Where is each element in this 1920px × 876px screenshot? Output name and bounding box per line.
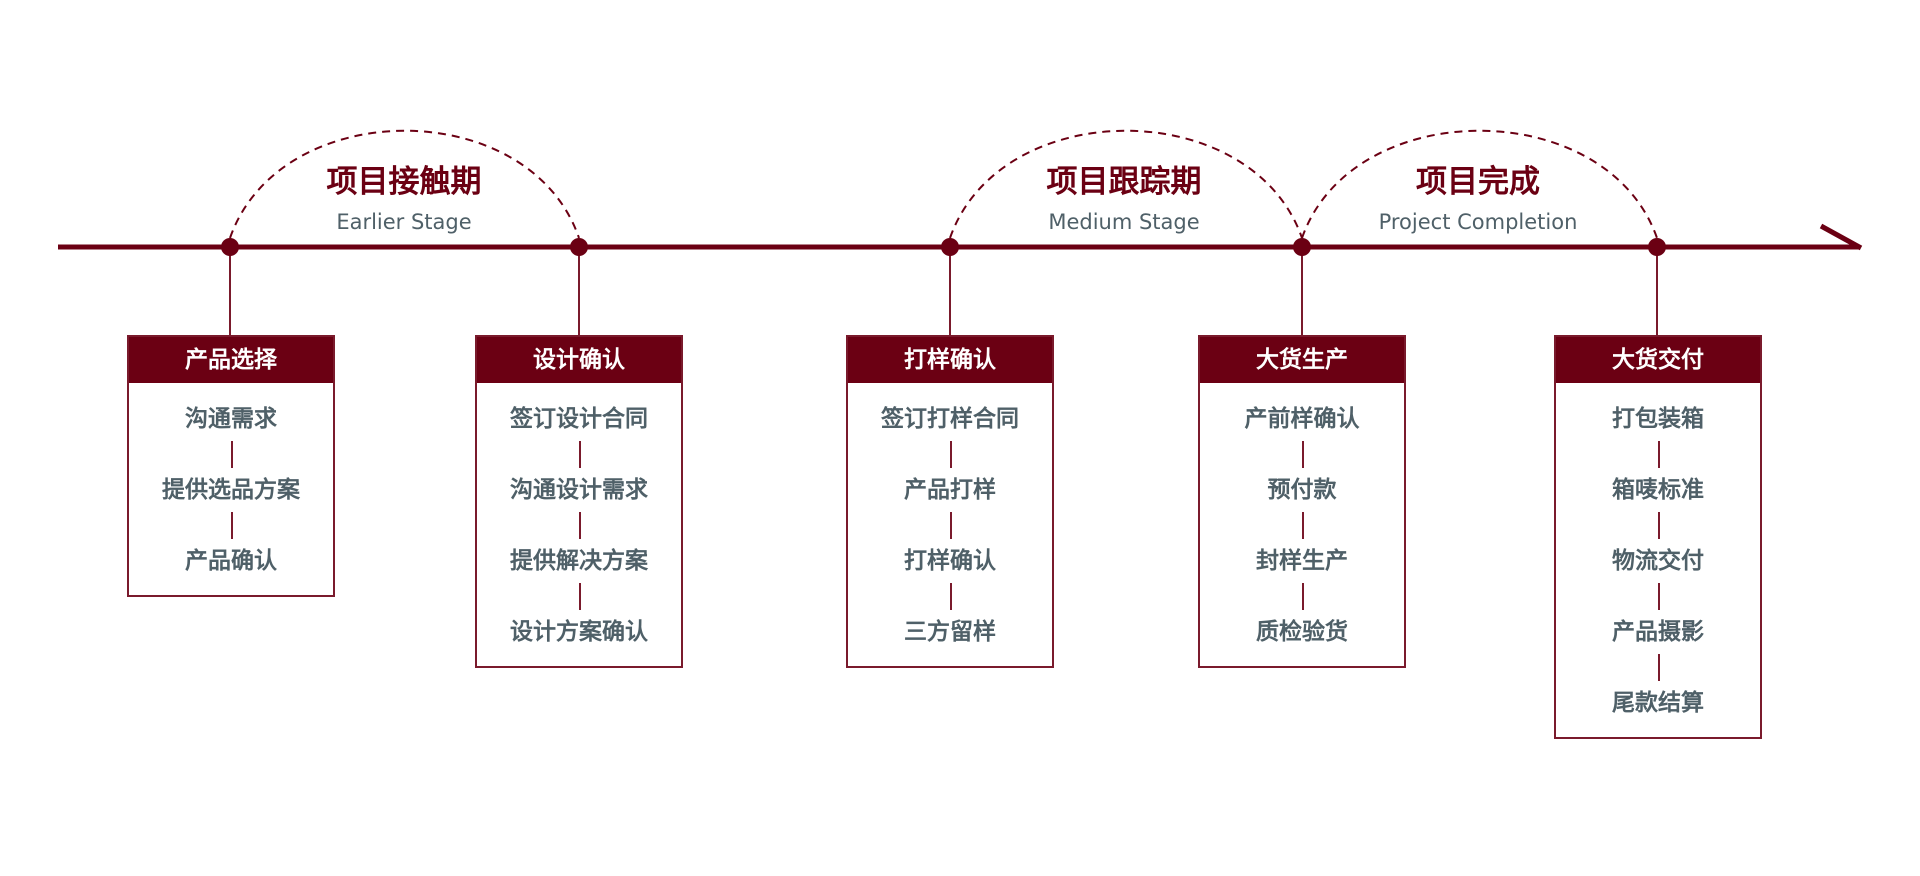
item-separator: [477, 506, 681, 545]
phase-subtitle: Earlier Stage: [336, 210, 472, 234]
item-separator: [1556, 435, 1760, 474]
item-separator: [1200, 435, 1404, 474]
step-item: 提供选品方案: [162, 477, 300, 503]
step-card-mass-production: 大货生产 产前样确认 预付款 封样生产 质检验货: [1198, 335, 1406, 668]
step-card-sample-confirmation: 打样确认 签订打样合同 产品打样 打样确认 三方留样: [846, 335, 1054, 668]
item-separator: [1200, 506, 1404, 545]
step-item: 预付款: [1267, 477, 1337, 503]
timeline-arrow-head: [1819, 223, 1863, 251]
timeline-node: [1293, 238, 1311, 256]
step-item: 箱唛标准: [1612, 477, 1704, 503]
step-item: 物流交付: [1612, 548, 1704, 574]
item-separator: [1556, 648, 1760, 687]
phase-label-earlier: 项目接触期 Earlier Stage: [224, 162, 584, 236]
step-item: 沟通设计需求: [510, 477, 648, 503]
step-item: 封样生产: [1256, 548, 1348, 574]
phase-label-completion: 项目完成 Project Completion: [1298, 162, 1658, 236]
step-item: 签订打样合同: [881, 406, 1019, 432]
step-item: 产品打样: [904, 477, 996, 503]
step-card-product-selection: 产品选择 沟通需求 提供选品方案 产品确认: [127, 335, 335, 597]
step-item: 质检验货: [1256, 619, 1348, 645]
phase-title: 项目跟踪期: [1046, 164, 1202, 200]
timeline-node: [570, 238, 588, 256]
step-card-delivery: 大货交付 打包装箱 箱唛标准 物流交付 产品摄影 尾款结算: [1554, 335, 1762, 739]
timeline-node: [941, 238, 959, 256]
step-item: 设计方案确认: [510, 619, 648, 645]
step-item: 打样确认: [904, 548, 996, 574]
item-separator: [848, 577, 1052, 616]
step-title: 产品选择: [129, 337, 333, 383]
phase-label-medium: 项目跟踪期 Medium Stage: [944, 162, 1304, 236]
step-title: 打样确认: [848, 337, 1052, 383]
step-item: 产品摄影: [1612, 619, 1704, 645]
phase-arc-earlier: [229, 129, 580, 239]
timeline-node: [221, 238, 239, 256]
step-item: 尾款结算: [1612, 690, 1704, 716]
step-title: 大货交付: [1556, 337, 1760, 383]
phase-subtitle: Project Completion: [1378, 210, 1578, 234]
step-item: 签订设计合同: [510, 406, 648, 432]
step-item: 产品确认: [185, 548, 277, 574]
timeline-node: [1648, 238, 1666, 256]
step-title: 设计确认: [477, 337, 681, 383]
connectors: [229, 247, 1658, 335]
phase-arc-medium: [949, 129, 1303, 239]
item-separator: [1556, 506, 1760, 545]
item-separator: [848, 435, 1052, 474]
step-item: 三方留样: [904, 619, 996, 645]
phase-subtitle: Medium Stage: [1048, 210, 1200, 234]
step-item: 产前样确认: [1244, 406, 1360, 432]
item-separator: [129, 435, 333, 474]
item-separator: [1200, 577, 1404, 616]
item-separator: [1556, 577, 1760, 616]
item-separator: [129, 506, 333, 545]
phase-title: 项目接触期: [326, 164, 482, 200]
step-card-design-confirmation: 设计确认 签订设计合同 沟通设计需求 提供解决方案 设计方案确认: [475, 335, 683, 668]
step-title: 大货生产: [1200, 337, 1404, 383]
step-item: 提供解决方案: [510, 548, 648, 574]
phase-arc-completion: [1301, 129, 1658, 239]
step-item: 打包装箱: [1612, 406, 1704, 432]
step-item: 沟通需求: [185, 406, 277, 432]
phase-title: 项目完成: [1416, 164, 1540, 200]
item-separator: [477, 577, 681, 616]
item-separator: [477, 435, 681, 474]
item-separator: [848, 506, 1052, 545]
